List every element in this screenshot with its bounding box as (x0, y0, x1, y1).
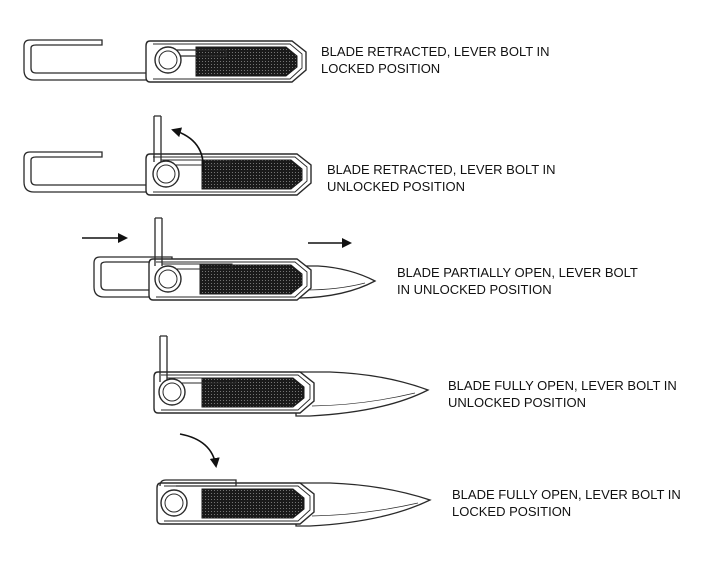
handle-inner-line (153, 43, 303, 80)
lock-rotate-arrow (179, 433, 220, 468)
lever-bolt-cap (159, 479, 167, 487)
stage-1-knife (23, 39, 307, 83)
grip-inlay (201, 159, 303, 190)
stage-3-knife (93, 217, 377, 301)
grip-inlay (201, 377, 305, 408)
stage-5-knife (156, 479, 432, 527)
pivot-inner (158, 50, 178, 70)
stage-1-caption: BLADE RETRACTED, LEVER BOLT IN LOCKED PO… (321, 44, 550, 76)
pivot-inner (156, 164, 176, 184)
lever-bolt-raised (153, 115, 162, 162)
handle-inner-line (161, 374, 311, 411)
handle-inner-line (153, 156, 308, 193)
blade-edge-line (311, 502, 419, 517)
pivot-inner (158, 269, 178, 289)
stage-4-knife (153, 335, 430, 417)
grip-inlay (195, 46, 298, 77)
stage-2-knife (23, 115, 312, 196)
lever-bolt-link (167, 377, 237, 384)
pocket-clip (23, 151, 153, 193)
grip-inlay (201, 488, 305, 519)
lever-bolt (166, 479, 237, 487)
stage-4-caption: BLADE FULLY OPEN, LEVER BOLT IN UNLOCKED… (448, 378, 677, 410)
lever-bolt-link (162, 263, 233, 270)
pivot-inner (162, 382, 182, 402)
pivot-inner (164, 493, 184, 513)
grip-inlay (199, 264, 303, 295)
blade-edge-line (304, 282, 366, 291)
stage-2-caption: BLADE RETRACTED, LEVER BOLT IN UNLOCKED … (327, 162, 556, 194)
handle-inner-line (164, 485, 311, 522)
lever-bolt-link (161, 159, 231, 166)
unlock-rotate-arrow (171, 127, 204, 173)
blade-edge-line (311, 392, 416, 407)
pocket-clip (23, 39, 153, 81)
lever-bolt (162, 49, 227, 57)
stage-3-caption: BLADE PARTIALLY OPEN, LEVER BOLT IN UNLO… (397, 265, 638, 297)
stage-5-caption: BLADE FULLY OPEN, LEVER BOLT IN LOCKED P… (452, 487, 681, 519)
lever-bolt-raised (154, 217, 163, 266)
blade (295, 371, 430, 417)
lever-bolt-raised (159, 335, 168, 382)
handle-inner-line (156, 261, 308, 298)
